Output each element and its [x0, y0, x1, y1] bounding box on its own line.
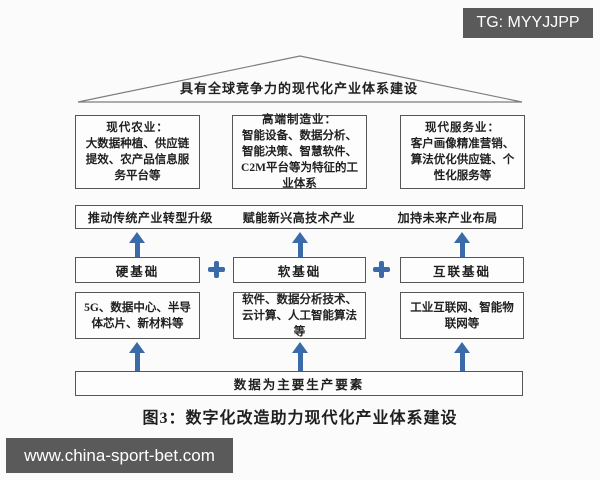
effect-label-upgrade: 推动传统产业转型升级 [87, 210, 213, 225]
industry-box-body: 智能设备、数据分析、智能决策、智慧软件、C2M平台等为特征的工业体系 [241, 130, 358, 190]
up-arrow-icon [292, 232, 308, 257]
industry-box-body: 大数据种植、供应链提效、农产品信息服务平台等 [85, 138, 190, 182]
up-arrow-icon [292, 342, 308, 371]
detail-box-interconnect: 工业互联网、智能物联网等 [400, 292, 524, 339]
up-arrow-icon [454, 342, 470, 371]
industry-box-title: 高端制造业： [262, 114, 337, 126]
effect-label-hightech: 赋能新兴高技术产业 [242, 210, 356, 225]
plus-icon [208, 261, 225, 278]
detail-box-soft: 软件、数据分析技术、云计算、人工智能算法等 [233, 292, 366, 339]
industry-box-manufacturing: 高端制造业： 智能设备、数据分析、智能决策、智慧软件、C2M平台等为特征的工业体… [232, 114, 367, 190]
effect-label-future: 加持未来产业布局 [397, 210, 498, 225]
site-watermark-bar: www.china-sport-bet.com [6, 438, 233, 473]
roof-title: 具有全球竞争力的现代化产业体系建设 [179, 81, 418, 96]
foundation-box-interconnect: 互联基础 [400, 257, 524, 283]
foundation-box-soft: 软基础 [233, 257, 366, 283]
tg-watermark-badge: TG: MYYJJPP [463, 8, 593, 38]
industry-box-agriculture: 现代农业： 大数据种植、供应链提效、农产品信息服务平台等 [75, 115, 200, 189]
industry-box-body: 客户画像精准营销、算法优化供应链、个性化服务等 [410, 138, 515, 182]
up-arrow-icon [129, 342, 145, 371]
industry-box-title: 现代农业： [106, 122, 169, 134]
effects-strip: 推动传统产业转型升级 赋能新兴高技术产业 加持未来产业布局 [75, 205, 523, 229]
up-arrow-icon [454, 232, 470, 257]
industry-box-services: 现代服务业： 客户画像精准营销、算法优化供应链、个性化服务等 [400, 115, 525, 189]
plus-icon [373, 261, 390, 278]
data-factor-box: 数据为主要生产要素 [75, 371, 523, 396]
roof-triangle-shape [77, 55, 523, 103]
up-arrow-icon [129, 232, 145, 257]
industry-box-title: 现代服务业： [425, 122, 500, 134]
figure-caption: 图3：数字化改造助力现代化产业体系建设 [142, 410, 458, 427]
detail-box-hard: 5G、数据中心、半导体芯片、新材料等 [75, 292, 200, 339]
foundation-box-hard: 硬基础 [75, 257, 200, 283]
